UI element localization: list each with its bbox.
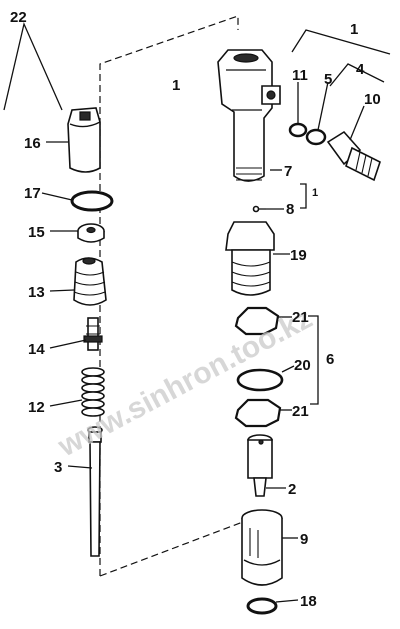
label-12: 12 [28,399,45,416]
part-number-labels: 22 1 4 1 11 5 10 16 7 17 1 8 15 19 13 21… [10,9,381,610]
part-19-nozzle-nut [225,221,275,296]
part-10-banjo-fitting [326,130,381,182]
part-17-ring [70,190,114,212]
part-2-nozzle [247,434,273,497]
label-19: 19 [290,247,307,264]
label-21-upper: 21 [292,309,309,326]
label-1-small: 1 [312,187,318,199]
label-21-lower: 21 [292,403,309,420]
label-3: 3 [54,459,62,476]
label-22: 22 [10,9,27,26]
label-2: 2 [288,481,296,498]
label-1-top: 1 [350,21,358,38]
part-12-spring [81,367,105,417]
label-11: 11 [292,67,308,84]
part-9-cap-nut [241,509,283,586]
part-21-shim-lower [234,398,282,428]
part-21-shim-upper [234,306,280,336]
label-15: 15 [28,224,45,241]
part-20-ring [236,368,284,392]
part-5-washer [305,128,327,146]
label-5: 5 [324,71,332,88]
label-1-left: 1 [172,77,180,94]
part-13-spring-housing [73,257,107,306]
bracket-lines [3,21,391,405]
label-4: 4 [356,61,365,78]
assembly-dashed-outline [99,15,249,577]
part-8-pin [252,205,266,213]
part-15-small-nut [77,223,105,243]
label-20: 20 [294,357,311,374]
label-16: 16 [24,135,41,152]
label-14: 14 [28,341,45,358]
label-10: 10 [364,91,381,108]
part-18-washer [246,597,278,615]
part-11-washer [288,122,308,138]
label-6: 6 [326,351,334,368]
label-13: 13 [28,284,45,301]
label-18: 18 [300,593,317,610]
label-8: 8 [286,201,294,218]
part-3-push-rod [87,426,103,557]
label-7: 7 [284,163,292,180]
part-7-injector-body [217,49,281,182]
leader-lines [41,81,365,603]
label-17: 17 [24,185,41,202]
part-14-pin [83,317,103,351]
label-9: 9 [300,531,308,548]
part-16-cap-nut [67,107,101,173]
